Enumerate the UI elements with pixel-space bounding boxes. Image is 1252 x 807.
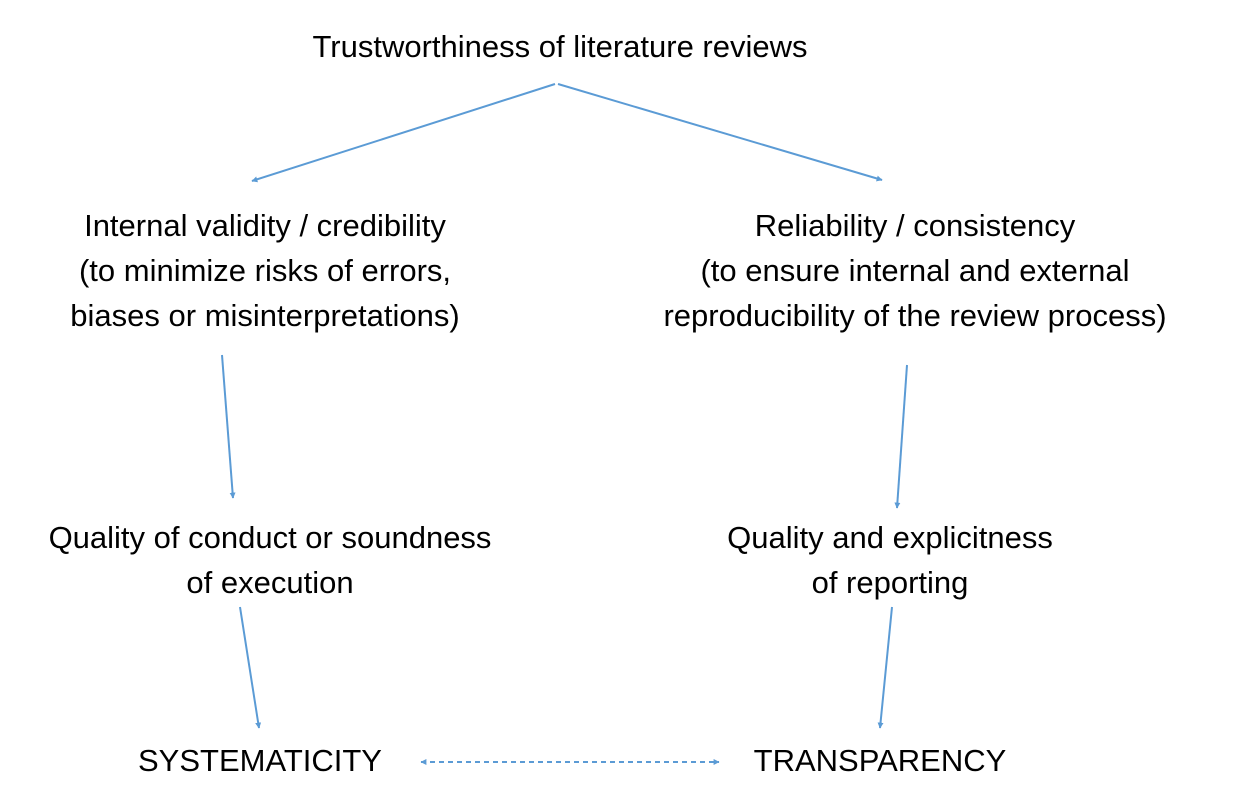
node-quality-of-reporting-line-1: Quality and explicitness bbox=[727, 520, 1053, 555]
node-internal-validity-line-2: (to minimize risks of errors, bbox=[78, 253, 452, 288]
node-reliability-title: Reliability / consistency bbox=[754, 208, 1076, 243]
node-transparency-label: TRANSPARENCY bbox=[753, 743, 1007, 778]
node-reliability: Reliability / consistency (to ensure int… bbox=[630, 203, 1200, 338]
node-internal-validity: Internal validity / credibility (to mini… bbox=[10, 203, 520, 338]
arrow-top-to-reliability bbox=[557, 83, 883, 182]
node-quality-of-conduct-line-2: of execution bbox=[186, 565, 354, 600]
node-quality-of-conduct: Quality of conduct or soundness of execu… bbox=[10, 515, 530, 605]
node-transparency: TRANSPARENCY bbox=[720, 738, 1040, 783]
node-internal-validity-title: Internal validity / credibility bbox=[84, 208, 446, 243]
node-trustworthiness-line: Trustworthiness of literature reviews bbox=[312, 29, 808, 64]
node-reliability-line-2: (to ensure internal and external bbox=[700, 253, 1130, 288]
node-quality-of-reporting-line-2: of reporting bbox=[811, 565, 969, 600]
arrow-internal-validity-to-quality-conduct bbox=[221, 354, 236, 499]
node-systematicity: SYSTEMATICITY bbox=[100, 738, 420, 783]
arrow-reliability-to-quality-reporting bbox=[894, 364, 908, 509]
arrow-quality-reporting-to-transparency bbox=[877, 606, 893, 729]
arrow-top-to-internal-validity bbox=[251, 83, 556, 183]
node-systematicity-label: SYSTEMATICITY bbox=[137, 743, 382, 778]
node-reliability-line-3: reproducibility of the review process) bbox=[663, 298, 1167, 333]
arrow-quality-conduct-to-systematicity bbox=[239, 606, 262, 729]
node-internal-validity-line-3: biases or misinterpretations) bbox=[70, 298, 460, 333]
node-trustworthiness: Trustworthiness of literature reviews bbox=[230, 24, 890, 69]
node-quality-of-conduct-line-1: Quality of conduct or soundness bbox=[48, 520, 492, 555]
node-quality-of-reporting: Quality and explicitness of reporting bbox=[660, 515, 1120, 605]
